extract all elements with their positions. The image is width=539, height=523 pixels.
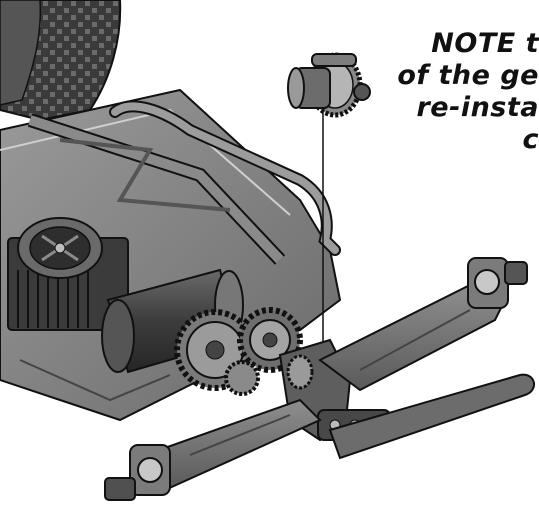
note-line-1: NOTE t [431, 28, 539, 59]
chassis-brace [27, 100, 341, 265]
note-line-2: of the ge [397, 60, 539, 91]
tire-icon [0, 0, 122, 122]
right-suspension-arm [318, 257, 535, 460]
note-line-4: c [522, 124, 539, 155]
left-suspension-arm [104, 398, 322, 501]
assembly-note: NOTE t of the ge re-insta c [380, 28, 539, 188]
spur-gear-icon [174, 307, 303, 396]
cooling-fan-icon [17, 217, 103, 279]
note-line-3: re-insta [416, 92, 539, 123]
differential-gear-icon [287, 52, 371, 355]
